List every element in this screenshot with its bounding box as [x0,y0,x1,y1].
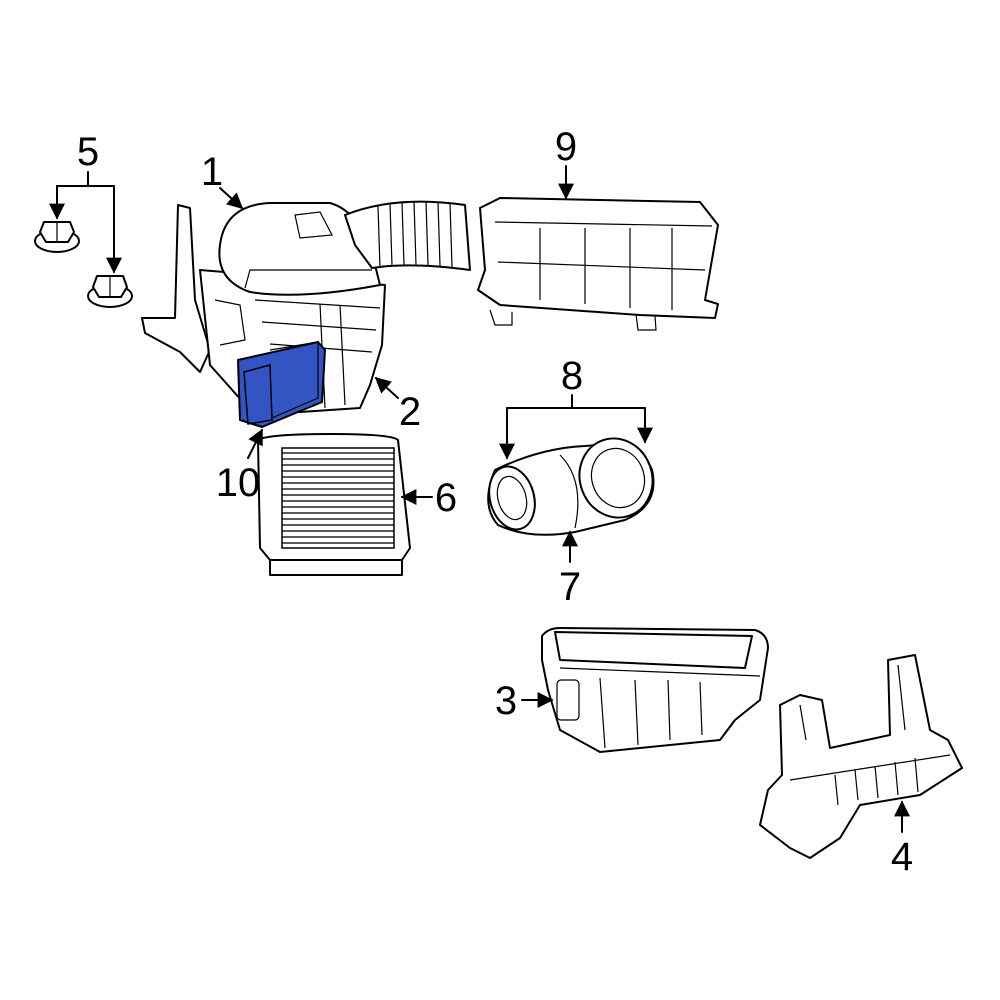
callout-10: 10 [216,461,261,505]
nut-right [87,275,133,308]
hose-corrugations [377,200,453,269]
bracket-ribs [789,754,951,806]
clamp-left [488,465,536,531]
clamp-right [578,437,654,519]
callout-2: 2 [399,390,421,434]
callout-7: 7 [559,565,581,609]
callout-6: 6 [435,476,457,520]
nut-left [34,221,80,253]
part-3-tray [541,627,769,753]
part-4-bracket [759,654,963,859]
part-5-nuts [34,221,133,308]
mount-bracket [141,204,211,373]
resonator-ribs [497,228,706,310]
callout-1: 1 [201,150,223,194]
callout-8: 8 [561,354,583,398]
leader-lines [49,165,910,833]
resonator-body [477,197,719,319]
part-6-filter [257,433,411,576]
callout-9: 9 [555,125,577,169]
part-9-resonator [344,197,719,331]
airbox-lid [218,202,381,296]
callout-labels: 5 1 9 2 10 6 8 7 3 4 [77,125,913,879]
part-7-coupler [487,437,655,536]
airbox-assembly [141,202,386,428]
callout-5: 5 [77,130,99,174]
callout-4: 4 [891,835,913,879]
tray-ribs [559,667,761,749]
callout-3: 3 [495,679,517,723]
